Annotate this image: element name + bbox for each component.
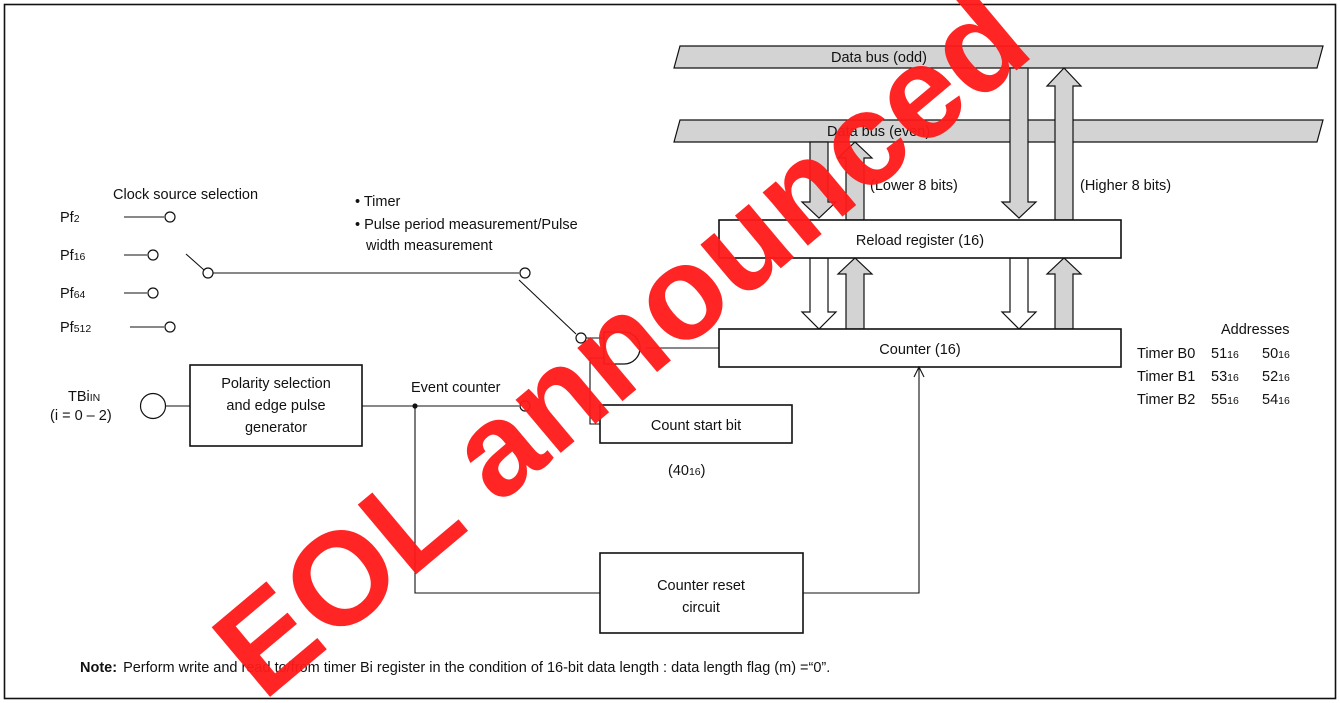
mode-pulse-label-line1: • Pulse period measurement/Pulse — [355, 217, 578, 233]
reload-register-box — [718, 219, 1122, 259]
arrow-reload-to-counter-low — [800, 257, 838, 330]
terminal-clock-common — [202, 267, 214, 279]
terminal-timer-mode — [519, 267, 531, 279]
event-counter-label: Event counter — [411, 380, 501, 396]
terminal-pf2 — [164, 211, 176, 223]
address-timer-name: Timer B2 — [1137, 392, 1195, 408]
arrow-odd-to-reload — [1000, 67, 1038, 219]
arrow-counter-to-reload-low — [836, 257, 874, 330]
arrow-reload-to-even — [836, 141, 874, 221]
reload-register-label: Reload register (16) — [856, 233, 984, 249]
mode-timer-label: • Timer — [355, 194, 401, 210]
polarity-box-line1: Polarity selection — [221, 376, 331, 392]
address-high: 5516 — [1211, 392, 1239, 408]
address-row-b0: Timer B0 5116 5016 — [1137, 346, 1290, 362]
note: Note: Perform write and read to/from time… — [80, 660, 830, 676]
address-low: 5416 — [1262, 392, 1290, 408]
address-row-b2: Timer B2 5516 5416 — [1137, 392, 1290, 408]
address-low: 5016 — [1262, 346, 1290, 362]
arrow-even-to-reload — [800, 141, 838, 219]
clock-switch-arm — [185, 253, 205, 271]
clock-source-title: Clock source selection — [113, 187, 258, 203]
polarity-selection-box — [189, 364, 363, 447]
terminal-pf64 — [147, 287, 159, 299]
mode-switch-arm — [518, 279, 577, 335]
mode-pulse-label-line2: width measurement — [365, 238, 493, 254]
data-bus-odd — [673, 45, 1324, 69]
count-start-bit-address: (4016) — [668, 463, 706, 479]
counter-label: Counter (16) — [879, 342, 960, 358]
wire-to-counter-reset — [414, 406, 600, 594]
address-high: 5316 — [1211, 369, 1239, 385]
data-bus-odd-label: Data bus (odd) — [831, 50, 927, 66]
address-high: 5116 — [1211, 346, 1239, 362]
address-row-b1: Timer B1 5316 5216 — [1137, 369, 1290, 385]
terminal-gate — [575, 332, 587, 344]
lower-8-bits-label: (Lower 8 bits) — [870, 178, 958, 194]
arrow-counter-to-reload-high — [1045, 257, 1083, 330]
polarity-box-line2: and edge pulse — [226, 398, 325, 414]
polarity-box-line3: generator — [245, 420, 307, 436]
higher-8-bits-label: (Higher 8 bits) — [1080, 178, 1171, 194]
wire-reset-to-counter — [803, 367, 920, 594]
data-bus-even-label: Data bus (even) — [827, 124, 930, 140]
address-low: 5216 — [1262, 369, 1290, 385]
tbiin-range-label: (i = 0 – 2) — [50, 408, 112, 424]
terminal-pf16 — [147, 249, 159, 261]
terminal-event-counter — [519, 400, 531, 412]
addresses-title: Addresses — [1221, 322, 1290, 338]
arrow-reload-to-counter-high — [1000, 257, 1038, 330]
clock-source-pf512: Pf512 — [60, 320, 91, 336]
figure-frame — [3, 3, 1337, 700]
data-bus-even — [673, 119, 1324, 143]
address-timer-name: Timer B0 — [1137, 346, 1195, 362]
count-start-bit-label: Count start bit — [651, 418, 741, 434]
tbiin-label: TBiIN — [68, 389, 100, 405]
tbiin-pin — [139, 392, 167, 420]
junction-dot — [412, 403, 418, 409]
clock-source-pf2: Pf2 — [60, 210, 80, 226]
note-label: Note: — [80, 660, 117, 676]
reset-arrowhead — [913, 365, 925, 378]
address-timer-name: Timer B1 — [1137, 369, 1195, 385]
terminal-pf512 — [164, 321, 176, 333]
counter-reset-line1: Counter reset — [657, 578, 745, 594]
clock-source-pf64: Pf64 — [60, 286, 86, 302]
note-text: Perform write and read to/from timer Bi … — [123, 660, 830, 676]
clock-source-pf16: Pf16 — [60, 248, 86, 264]
and-gate — [603, 331, 641, 365]
arrow-reload-to-odd — [1045, 67, 1083, 221]
counter-reset-line2: circuit — [682, 600, 720, 616]
wire-count-start-to-gate — [589, 357, 604, 425]
